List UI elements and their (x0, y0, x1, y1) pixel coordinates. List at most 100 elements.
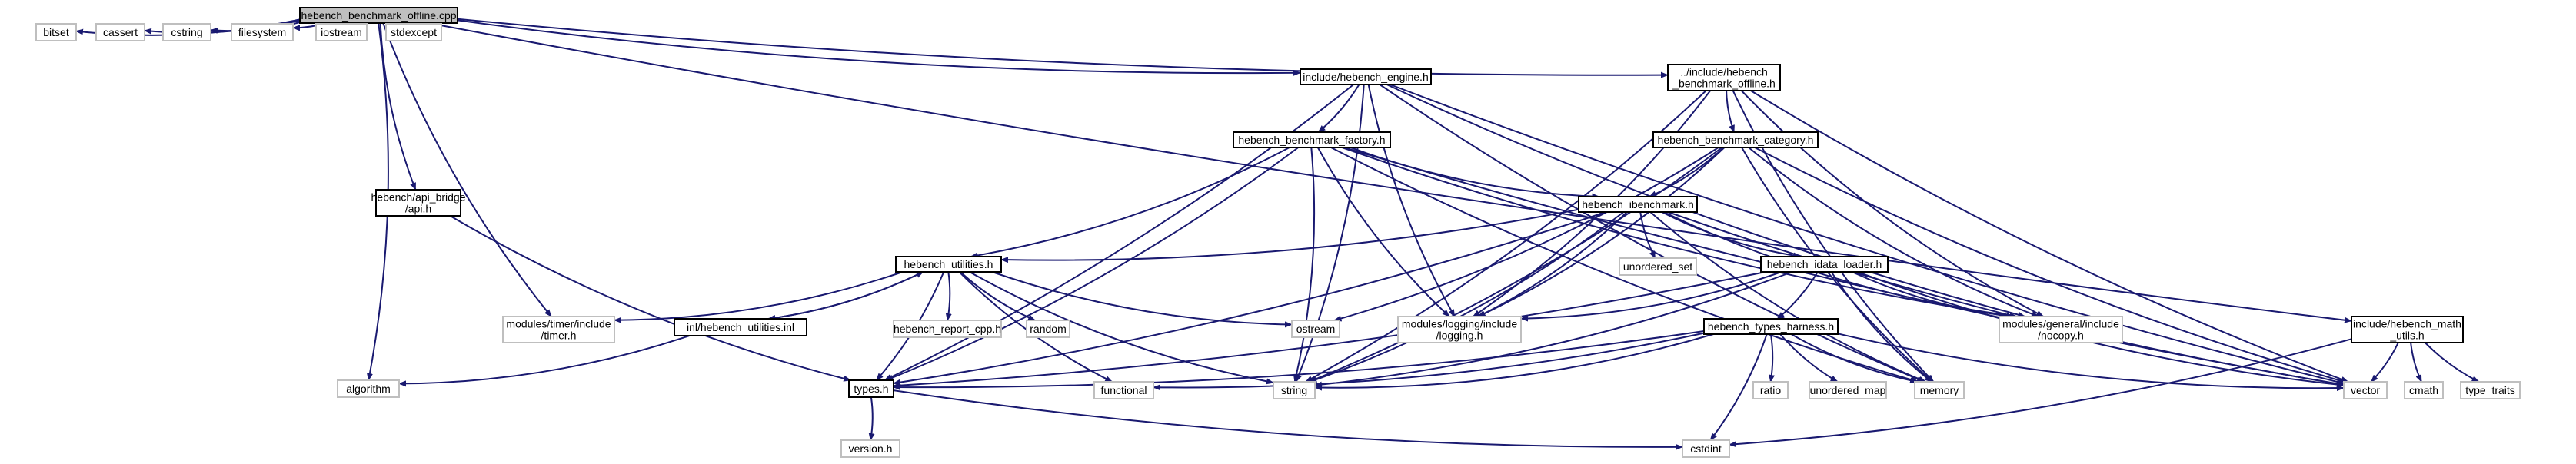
edge-types_harness-to-cstdint (1709, 333, 1768, 441)
node-cstdint: cstdint (1682, 439, 1730, 458)
node-label: string (1281, 384, 1307, 396)
edge-types_harness-to-string (1314, 333, 1714, 391)
node-memory: memory (1914, 381, 1965, 399)
node-box (2351, 316, 2464, 343)
node-box (231, 23, 294, 41)
edge-category-to-logging (1477, 147, 1726, 317)
node-unordered-set: unordered_set (1619, 257, 1697, 276)
node-stdexcept: stdexcept (385, 23, 442, 41)
node-api-bridge[interactable]: hebench/api_bridge/api.h (371, 189, 466, 217)
node-label: /nocopy.h (2038, 330, 2084, 342)
node-utilities-inl[interactable]: inl/hebench_utilities.inl (674, 318, 807, 336)
node-box (1291, 320, 1340, 338)
node-cstring: cstring (162, 23, 211, 41)
edge-utilities-to-random (960, 271, 1036, 321)
node-types-harness[interactable]: hebench_types_harness.h (1703, 318, 1839, 335)
node-label: hebench_types_harness.h (1708, 320, 1834, 333)
node-box (162, 23, 211, 41)
node-label: include/hebench_math (2353, 318, 2461, 330)
edge-idata_loader-to-nocopy (1852, 271, 2015, 319)
node-ibenchmark[interactable]: hebench_ibenchmark.h (1578, 196, 1698, 213)
node-label: hebench_benchmark_category.h (1658, 134, 1814, 146)
node-label: bitset (43, 26, 69, 38)
node-box (1752, 381, 1789, 399)
node-unordered-map: unordered_map (1809, 381, 1887, 399)
edge-ibenchmark-to-vector (1667, 211, 2345, 387)
node-label: iostream (321, 26, 362, 38)
node-label: algorithm (346, 383, 391, 395)
edge-category-to-string (1308, 147, 1723, 383)
edge-root-to-math_utils (428, 22, 2352, 323)
node-label: /api.h (405, 203, 431, 215)
node-label: version.h (849, 442, 893, 455)
node-box (1703, 318, 1839, 335)
node-label: _utils.h (2389, 330, 2424, 342)
node-box (95, 23, 145, 41)
edge-ibenchmark-to-utilities (1000, 208, 1579, 263)
edge-engine-to-vector (1390, 84, 2345, 385)
edge-root-to-api_bridge (379, 22, 417, 191)
edge-engine-to-logging (1367, 84, 1456, 317)
edge-offline_h-to-category (1726, 90, 1736, 133)
node-category[interactable]: hebench_benchmark_category.h (1652, 131, 1819, 148)
node-box (893, 320, 1002, 338)
node-box (1760, 256, 1889, 273)
node-nocopy: modules/general/include/nocopy.h (1999, 316, 2123, 343)
node-vector: vector (2343, 381, 2388, 399)
node-box (502, 316, 615, 343)
edge-factory-to-ibenchmark (1350, 147, 1600, 200)
node-label: stdexcept (391, 26, 437, 38)
edge-types_harness-to-functional (1153, 332, 1705, 391)
node-random: random (1026, 320, 1070, 338)
node-label: hebench_ibenchmark.h (1582, 198, 1694, 210)
edge-engine-to-string (1295, 84, 1365, 383)
node-box (1273, 381, 1316, 399)
edge-category-to-vector (1754, 147, 2345, 383)
node-label: types.h (854, 383, 888, 395)
edge-utilities-to-utilities_inl (767, 271, 924, 321)
node-box (1999, 316, 2123, 343)
edge-utilities_inl-to-algorithm (398, 335, 690, 387)
node-box (1914, 381, 1965, 399)
edge-engine-to-nocopy (1386, 84, 2026, 318)
node-timer: modules/timer/include/timer.h (502, 316, 615, 343)
edge-idata_loader-to-types_harness (1776, 271, 1819, 320)
node-box (337, 379, 400, 398)
node-box (1667, 64, 1781, 91)
node-label: modules/logging/include (1402, 318, 1517, 330)
node-box (299, 7, 458, 24)
node-filesystem: filesystem (231, 23, 294, 41)
node-box (674, 318, 807, 336)
edge-idata_loader-to-logging (1520, 271, 1782, 322)
edge-category-to-nocopy (1748, 147, 2039, 317)
edge-factory-to-utilities (970, 147, 1290, 259)
node-box (385, 23, 442, 41)
edge-offline_h-to-nocopy (1740, 90, 2045, 317)
edges-layer (75, 18, 2480, 450)
node-idata-loader[interactable]: hebench_idata_loader.h (1760, 256, 1889, 273)
edge-utilities_inl-to-utilities (768, 271, 924, 320)
node-label: ../include/hebench (1680, 66, 1768, 78)
node-cassert: cassert (95, 23, 145, 41)
edge-ibenchmark-to-string (1309, 211, 1625, 383)
node-engine[interactable]: include/hebench_engine.h (1300, 68, 1432, 85)
edge-ibenchmark-to-logging (1477, 211, 1628, 317)
node-box (315, 23, 368, 41)
node-label: memory (1920, 384, 1959, 396)
edge-types_h-to-version_h (868, 396, 875, 441)
edge-ibenchmark-to-idata_loader (1661, 211, 1802, 259)
edge-category-to-ostream (1333, 147, 1719, 322)
node-label: type_traits (2465, 384, 2515, 396)
node-label: hebench_report_cpp.h (894, 323, 1001, 335)
node-math-utils[interactable]: include/hebench_math_utils.h (2351, 316, 2464, 343)
node-factory[interactable]: hebench_benchmark_factory.h (1233, 131, 1391, 148)
node-offline-h[interactable]: ../include/hebench_benchmark_offline.h (1667, 64, 1781, 91)
node-root[interactable]: hebench_benchmark_offline.cpp (299, 7, 458, 24)
node-box (2460, 381, 2521, 399)
node-label: include/hebench_engine.h (1303, 71, 1428, 83)
node-box (2404, 381, 2444, 399)
node-box (1682, 439, 1730, 458)
node-types-h[interactable]: types.h (848, 379, 894, 398)
node-utilities[interactable]: hebench_utilities.h (895, 256, 1002, 273)
